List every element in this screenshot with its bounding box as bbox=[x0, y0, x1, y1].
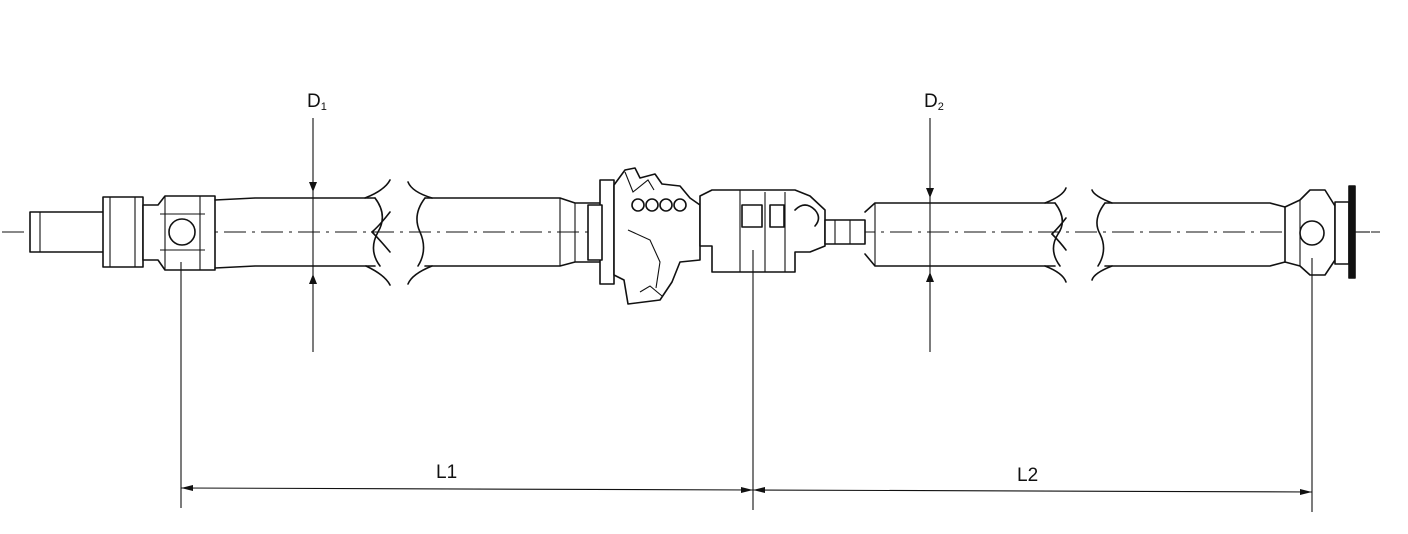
l2-label: L2 bbox=[1017, 465, 1038, 486]
rear-tube-section-a bbox=[864, 187, 1067, 283]
d2-label: D2 bbox=[924, 91, 944, 113]
center-bearing-assembly bbox=[587, 167, 866, 305]
rear-u-joint-icon bbox=[1299, 220, 1325, 246]
l1-dimension-line bbox=[180, 487, 754, 491]
front-slip-yoke bbox=[29, 195, 216, 271]
front-u-joint-icon bbox=[168, 218, 196, 246]
rear-flange-yoke bbox=[1284, 185, 1370, 279]
length-dimensions: L1 L2 bbox=[180, 250, 1313, 512]
front-tube-section-a bbox=[214, 179, 391, 286]
d1-indicator: D1 bbox=[307, 91, 327, 352]
l1-label: L1 bbox=[436, 462, 457, 483]
rear-tube-section-b bbox=[1091, 189, 1286, 281]
l2-dimension-line bbox=[752, 489, 1313, 493]
d2-indicator: D2 bbox=[924, 91, 944, 352]
d1-label: D1 bbox=[307, 91, 327, 113]
front-tube-section-b bbox=[407, 181, 611, 285]
